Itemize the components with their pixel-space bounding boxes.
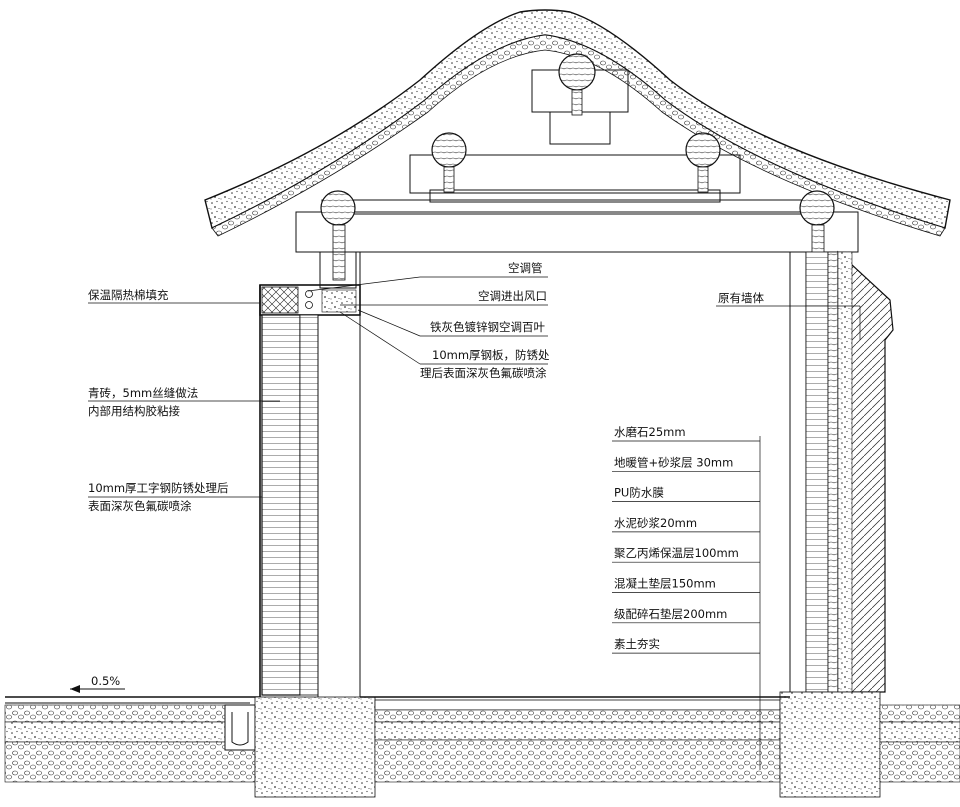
label-brick-line2: 内部用结构胶粘接 (88, 404, 180, 418)
purlin-log (320, 190, 356, 226)
label-existing-wall: 原有墙体 (718, 291, 764, 305)
leader-lines (88, 276, 861, 770)
purlin-log (799, 190, 835, 226)
label-insulation-fill: 保温隔热棉填充 (88, 288, 169, 302)
slope-label: 0.5% (91, 674, 120, 688)
floor-layer-label: 混凝土垫层150mm (614, 577, 716, 591)
label-steel-line2: 表面深灰色氟碳喷涂 (88, 499, 192, 513)
label-ac-vent: 空调进出风口 (478, 289, 547, 303)
annotation-labels: 保温隔热棉填充 青砖，5mm丝缝做法 内部用结构胶粘接 10mm厚工字钢防锈处理… (88, 261, 764, 513)
floor-layer-label: 水泥砂浆20mm (614, 516, 697, 530)
purlin-log (685, 132, 721, 168)
right-wall (789, 250, 894, 697)
purlin-log (431, 132, 467, 168)
label-brick-line1: 青砖，5mm丝缝做法 (88, 386, 198, 400)
ground (4, 691, 960, 798)
floor-layer-label: 地暖管+砂浆层 30mm (614, 455, 733, 469)
brick-wall (261, 314, 301, 696)
floor-layer-label: PU防水膜 (614, 486, 664, 500)
label-louver: 铁灰色镀锌钢空调百叶 (430, 320, 545, 334)
label-plate-line1: 10mm厚钢板，防锈处 (432, 348, 550, 362)
floor-layer-label: 级配碎石垫层200mm (614, 607, 727, 621)
floor-layer-label: 素土夯实 (614, 637, 660, 651)
purlin-log (558, 53, 596, 91)
label-steel-line1: 10mm厚工字钢防锈处理后 (88, 481, 229, 495)
label-plate-line2: 理后表面深灰色氟碳喷涂 (420, 366, 547, 380)
left-wall (259, 251, 361, 697)
slope-indicator: 0.5% (70, 674, 125, 693)
label-ac-pipe: 空调管 (508, 261, 543, 275)
floor-layer-label: 聚乙丙烯保温层100mm (614, 546, 739, 560)
floor-layer-label: 水磨石25mm (614, 425, 686, 439)
roof (204, 9, 951, 281)
roof-under-layer (211, 34, 946, 237)
